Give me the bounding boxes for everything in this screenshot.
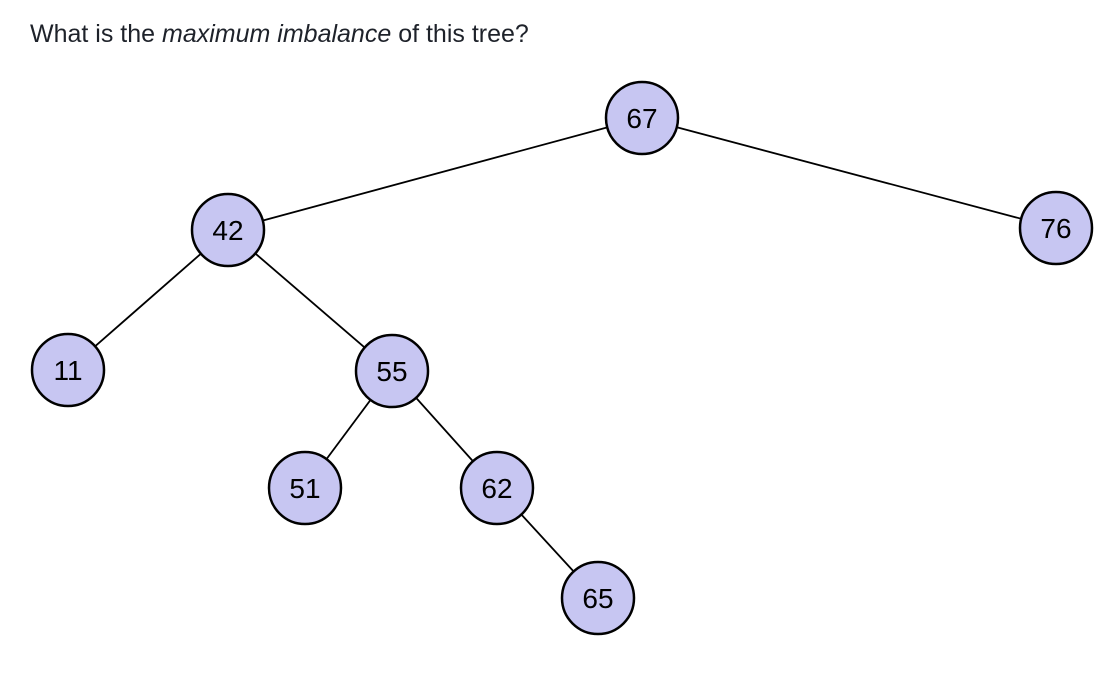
node-circle-55: [354, 333, 430, 409]
tree-edge-67-42: [227, 117, 643, 231]
node-circle-42: [190, 192, 266, 268]
node-circle-76: [1018, 190, 1094, 266]
node-circle-11: [30, 332, 106, 408]
node-label-42: 42: [212, 215, 243, 246]
node-label-67: 67: [626, 103, 657, 134]
tree-node-65: 65: [560, 560, 636, 636]
tree-node-67: 67: [604, 80, 680, 156]
node-circle-62: [459, 450, 535, 526]
node-label-51: 51: [289, 473, 320, 504]
tree-node-11: 11: [30, 332, 106, 408]
tree-node-76: 76: [1018, 190, 1094, 266]
node-circle-65: [560, 560, 636, 636]
question-suffix: of this tree?: [391, 20, 529, 48]
node-label-65: 65: [582, 583, 613, 614]
node-label-11: 11: [53, 355, 82, 386]
node-circle-51: [267, 450, 343, 526]
question-text: What is the maximum imbalance of this tr…: [30, 19, 529, 49]
tree-node-62: 62: [459, 450, 535, 526]
node-label-55: 55: [376, 356, 407, 387]
tree-node-42: 42: [190, 192, 266, 268]
node-label-62: 62: [481, 473, 512, 504]
question-emphasis: maximum imbalance: [162, 20, 392, 48]
node-label-76: 76: [1040, 213, 1071, 244]
node-circle-67: [604, 80, 680, 156]
tree-node-55: 55: [354, 333, 430, 409]
tree-node-51: 51: [267, 450, 343, 526]
question-prefix: What is the: [30, 20, 162, 48]
tree-edge-67-76: [641, 117, 1057, 229]
